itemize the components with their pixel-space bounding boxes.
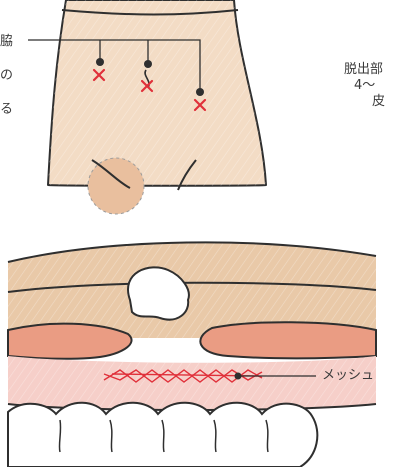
muscle-right — [200, 322, 376, 358]
intestines — [8, 403, 317, 467]
right-label-line-3: 皮 — [372, 94, 385, 110]
muscle-left — [8, 324, 132, 359]
torso-illustration — [48, 0, 266, 214]
left-label-line-3: る — [0, 102, 13, 118]
left-label: 脇 の る — [0, 34, 13, 118]
right-label: 脱出部 4〜 皮 — [344, 62, 385, 110]
left-label-line-1: 脇 — [0, 34, 13, 50]
navel-area — [88, 158, 144, 214]
right-label-line-1: 脱出部 — [344, 62, 385, 78]
cross-section-illustration — [8, 242, 376, 467]
right-label-line-2: 4〜 — [354, 78, 385, 94]
mesh-label: メッシュ — [322, 368, 374, 384]
left-label-line-2: の — [0, 68, 13, 84]
